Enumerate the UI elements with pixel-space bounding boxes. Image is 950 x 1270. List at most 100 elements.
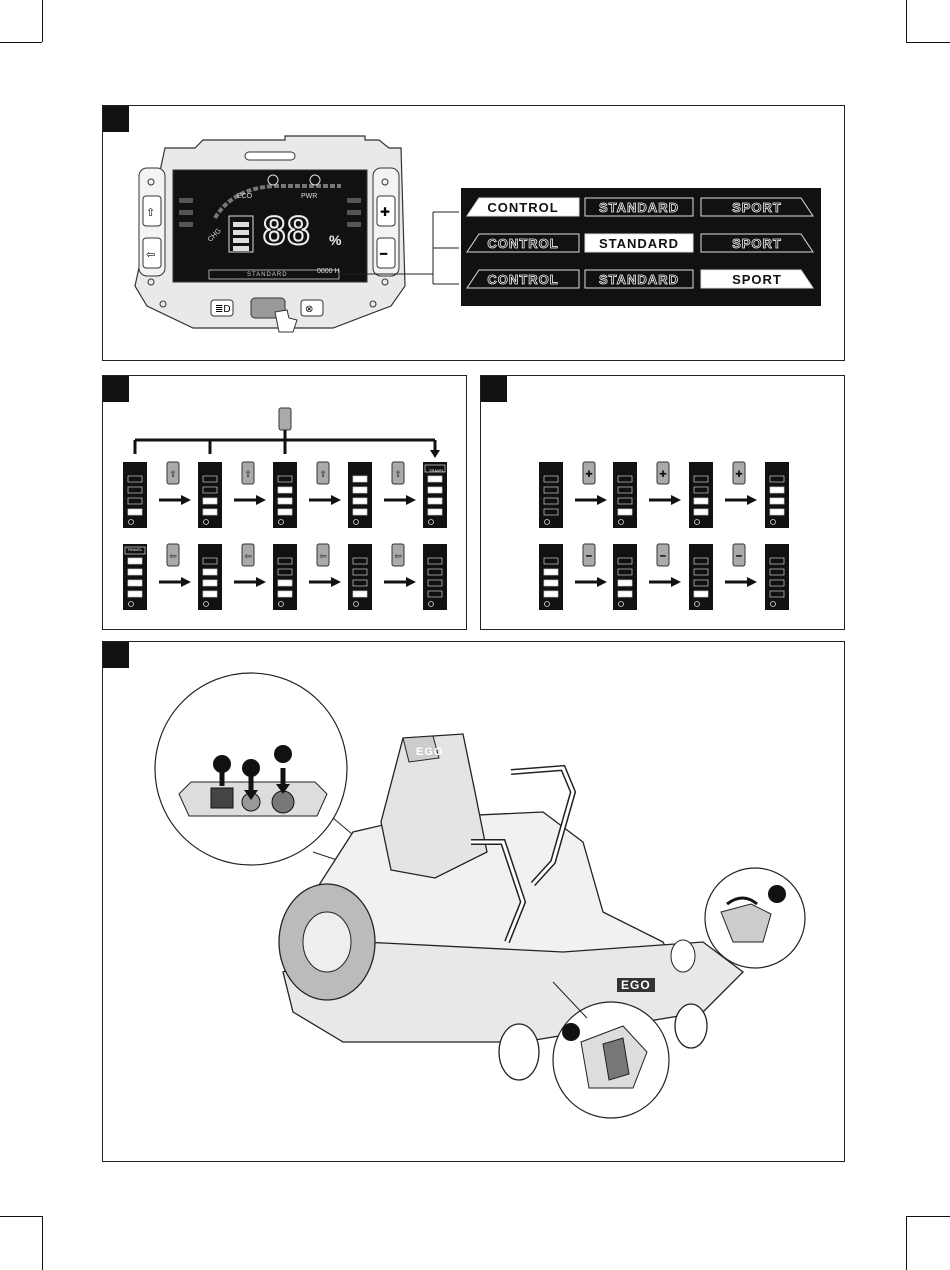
level-display [613, 462, 637, 528]
arrow-head [597, 495, 607, 505]
svg-text:⇦: ⇦ [146, 249, 155, 261]
level-bar [203, 591, 217, 597]
level-bar [353, 487, 367, 493]
travel-label-bottom: TRAVEL [127, 547, 142, 552]
speed-up-glyph: ⇧ [319, 469, 327, 479]
level-display [123, 462, 147, 528]
arrow-head [671, 495, 681, 505]
speed-up-glyph: ⇧ [244, 469, 252, 479]
mode-label: STANDARD [599, 272, 679, 287]
svg-text:✚: ✚ [380, 205, 390, 219]
figure-1-panel: ⇧ ⇦ ✚ ━ ≣D ⊗ [102, 105, 845, 361]
level-bar [128, 580, 142, 586]
arrow-head [256, 577, 266, 587]
level-display [765, 544, 789, 610]
crop-mark [906, 1216, 907, 1270]
blade-up-glyph: ✚ [659, 469, 667, 479]
level-bar [428, 498, 442, 504]
level-display [689, 462, 713, 528]
blade-down-glyph: ━ [659, 551, 666, 561]
mode-label: SPORT [732, 272, 782, 287]
level-bar [770, 498, 784, 504]
level-display [765, 462, 789, 528]
arrow-head [181, 577, 191, 587]
level-display [198, 462, 222, 528]
level-bar [353, 509, 367, 515]
mode-label: SPORT [732, 200, 782, 215]
arrow-head [181, 495, 191, 505]
level-bar [544, 569, 558, 575]
mode-label: STANDARD [599, 236, 679, 251]
level-bar [694, 498, 708, 504]
arrow-head [406, 495, 416, 505]
arrow-head [597, 577, 607, 587]
level-bar [694, 591, 708, 597]
mode-label: CONTROL [487, 200, 558, 215]
level-bar [128, 509, 142, 515]
level-display [348, 462, 372, 528]
mode-label: CONTROL [487, 236, 558, 251]
blade-level-diagram: ✚✚✚━━━ [481, 376, 846, 631]
level-bar [278, 487, 292, 493]
travel-label-top: TRAVEL [429, 468, 444, 473]
percent-symbol: % [329, 232, 341, 248]
level-bar [278, 591, 292, 597]
crop-mark [906, 1216, 950, 1217]
level-display [423, 544, 447, 610]
level-bar [353, 591, 367, 597]
mower-illustration [103, 642, 846, 1163]
level-bar [694, 509, 708, 515]
mode-selection-table: CONTROL STANDARD SPORT CONTROL STANDARD SPORT… [461, 188, 821, 306]
speed-level-diagram: ⇧⇧⇧⇧⇦⇦⇦⇦ [103, 376, 468, 631]
level-bar [428, 476, 442, 482]
deck-brand-logo: EGO [617, 978, 655, 992]
mode-label: SPORT [732, 236, 782, 251]
speed-up-glyph: ⇧ [394, 469, 402, 479]
level-bar [770, 509, 784, 515]
arrow-head [406, 577, 416, 587]
speed-down-glyph: ⇦ [244, 551, 252, 561]
hour-meter: 0000 H [317, 268, 340, 275]
arrow-head [671, 577, 681, 587]
arrow-head [747, 577, 757, 587]
svg-text:⊗: ⊗ [305, 304, 313, 315]
speed-up-glyph: ⇧ [169, 469, 177, 479]
svg-text:━: ━ [379, 247, 388, 261]
mode-strip-label: STANDARD [247, 272, 288, 278]
seat-brand-logo: EGO [416, 746, 443, 758]
svg-text:⇧: ⇧ [146, 207, 155, 219]
blade-down-glyph: ━ [585, 551, 592, 561]
crop-mark [906, 0, 907, 42]
level-bar [618, 591, 632, 597]
level-bar [278, 509, 292, 515]
level-display [273, 462, 297, 528]
figure-2-panel: ⇧⇧⇧⇧⇦⇦⇦⇦ TRAVEL TRAVEL [102, 375, 467, 630]
crop-mark [42, 0, 43, 42]
level-display [689, 544, 713, 610]
crop-mark [906, 42, 950, 43]
level-display [539, 544, 563, 610]
level-bar [618, 509, 632, 515]
level-bar [428, 487, 442, 493]
level-bar [544, 580, 558, 586]
level-bar [128, 569, 142, 575]
level-bar [278, 498, 292, 504]
crop-mark [0, 1216, 42, 1217]
level-bar [128, 591, 142, 597]
level-display [539, 462, 563, 528]
level-bar [203, 569, 217, 575]
level-display [273, 544, 297, 610]
mode-label: CONTROL [487, 272, 558, 287]
blade-down-glyph: ━ [735, 551, 742, 561]
mode-label: STANDARD [599, 200, 679, 215]
battery-percent-value: 88 [263, 209, 312, 254]
pwr-label: PWR [301, 193, 317, 200]
level-bar [353, 498, 367, 504]
svg-text:≣D: ≣D [215, 304, 231, 315]
crop-mark [42, 1216, 43, 1270]
arrow-head [256, 495, 266, 505]
level-display [348, 544, 372, 610]
figure-3-panel: ✚✚✚━━━ [480, 375, 845, 630]
arrow-head [331, 495, 341, 505]
blade-up-glyph: ✚ [585, 469, 593, 479]
